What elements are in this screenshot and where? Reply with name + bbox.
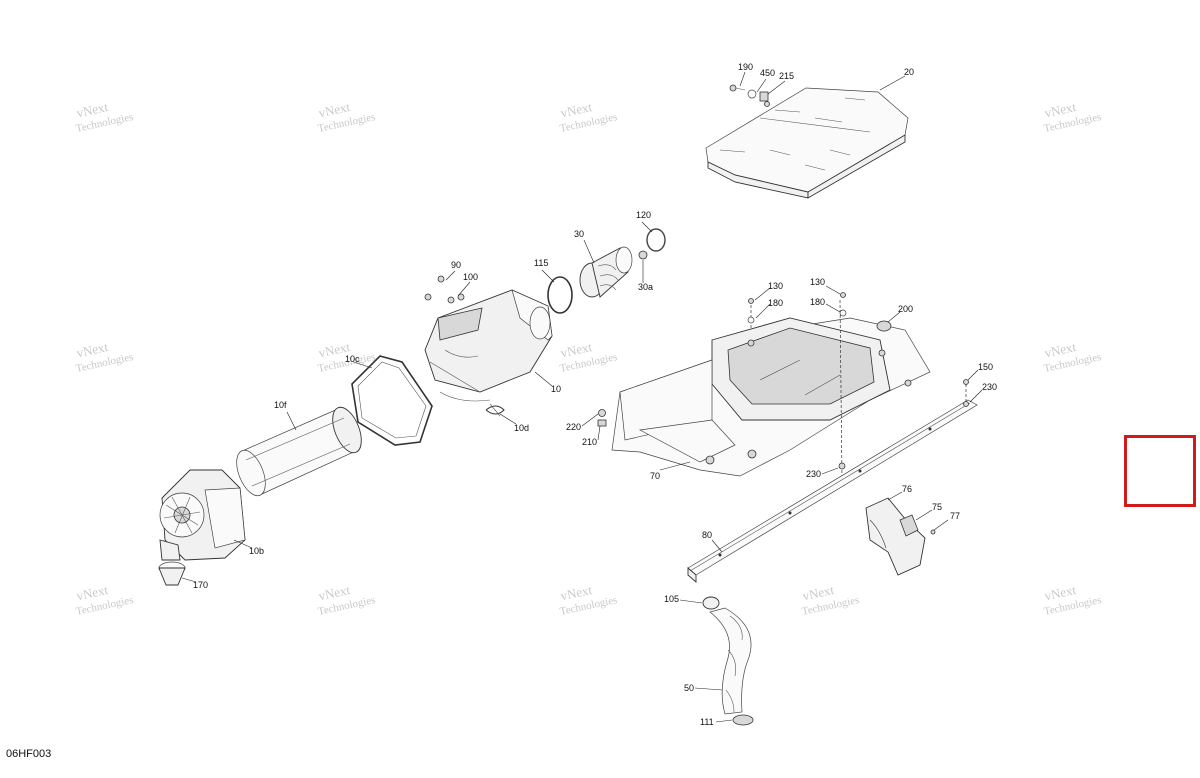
part-label-30: 30 xyxy=(574,229,584,239)
part-label-10b: 10b xyxy=(249,546,264,556)
diagram-code: 06HF003 xyxy=(6,748,52,760)
part-label-111: 111 xyxy=(700,717,714,727)
part-label-230-right: 230 xyxy=(982,382,997,392)
part-label-450: 450 xyxy=(760,68,775,78)
watermark-line-1: vNext xyxy=(75,582,110,603)
part-70-tray xyxy=(611,299,931,481)
watermark-line-1: vNext xyxy=(1043,582,1078,603)
part-label-75: 75 xyxy=(932,502,942,512)
watermark-line-1: vNext xyxy=(75,99,110,120)
part-label-30a: 30a xyxy=(638,282,653,292)
part-label-100: 100 xyxy=(463,272,478,282)
watermark-line-1: vNext xyxy=(1043,99,1078,120)
part-130-180-200-hardware xyxy=(597,292,892,427)
watermark-line-1: vNext xyxy=(1043,339,1078,360)
part-label-120: 120 xyxy=(636,210,651,220)
leader-lines xyxy=(181,71,983,723)
part-label-80: 80 xyxy=(702,530,712,540)
part-10f-filter xyxy=(236,406,362,497)
part-10-airbox xyxy=(424,275,553,402)
part-190-450-215-hardware xyxy=(729,84,770,107)
part-label-180-right: 180 xyxy=(810,297,825,307)
part-170-funnel xyxy=(158,561,186,586)
part-label-130-left: 130 xyxy=(768,281,783,291)
part-115-clamp xyxy=(547,276,573,314)
part-label-210: 210 xyxy=(582,437,597,447)
part-label-130-right: 130 xyxy=(810,277,825,287)
part-10c-gasket xyxy=(351,355,433,446)
part-80-rail xyxy=(687,399,978,583)
part-label-150: 150 xyxy=(978,362,993,372)
part-50-hose xyxy=(702,596,754,726)
watermark-line-1: vNext xyxy=(801,582,836,603)
part-label-230-center: 230 xyxy=(806,469,821,479)
part-label-20: 20 xyxy=(904,67,914,77)
part-label-200: 200 xyxy=(898,304,913,314)
watermark-line-1: vNext xyxy=(75,339,110,360)
part-label-10d: 10d xyxy=(514,423,529,433)
part-label-170: 170 xyxy=(193,580,208,590)
part-10d-clip xyxy=(485,403,505,417)
part-label-90: 90 xyxy=(451,260,461,270)
part-label-10: 10 xyxy=(551,384,561,394)
part-label-220: 220 xyxy=(566,422,581,432)
part-10b-housing xyxy=(159,469,246,561)
part-label-77: 77 xyxy=(950,511,960,521)
part-label-115: 115 xyxy=(534,258,548,268)
part-30-bellows xyxy=(579,246,648,298)
part-labels: 20 190 450 215 120 30 30a 115 90 100 10 … xyxy=(193,62,997,727)
watermark-line-1: vNext xyxy=(317,339,352,360)
part-20-cover xyxy=(705,87,909,199)
part-label-180-left: 180 xyxy=(768,298,783,308)
part-label-215: 215 xyxy=(779,71,794,81)
watermark-line-1: vNext xyxy=(559,339,594,360)
watermark-line-1: vNext xyxy=(559,582,594,603)
part-120-clamp xyxy=(646,228,666,252)
watermark-line-1: vNext xyxy=(559,99,594,120)
part-label-105: 105 xyxy=(664,594,679,604)
watermark-line-1: vNext xyxy=(317,99,352,120)
part-label-70: 70 xyxy=(650,471,660,481)
watermark-line-1: vNext xyxy=(317,582,352,603)
part-label-76: 76 xyxy=(902,484,912,494)
part-label-10f: 10f xyxy=(274,400,287,410)
part-150-230-bolts xyxy=(838,379,969,470)
highlight-box xyxy=(1124,435,1196,507)
part-label-190: 190 xyxy=(738,62,753,72)
part-76-bracket xyxy=(865,497,936,576)
part-label-50: 50 xyxy=(684,683,694,693)
part-label-10c: 10c xyxy=(345,354,360,364)
